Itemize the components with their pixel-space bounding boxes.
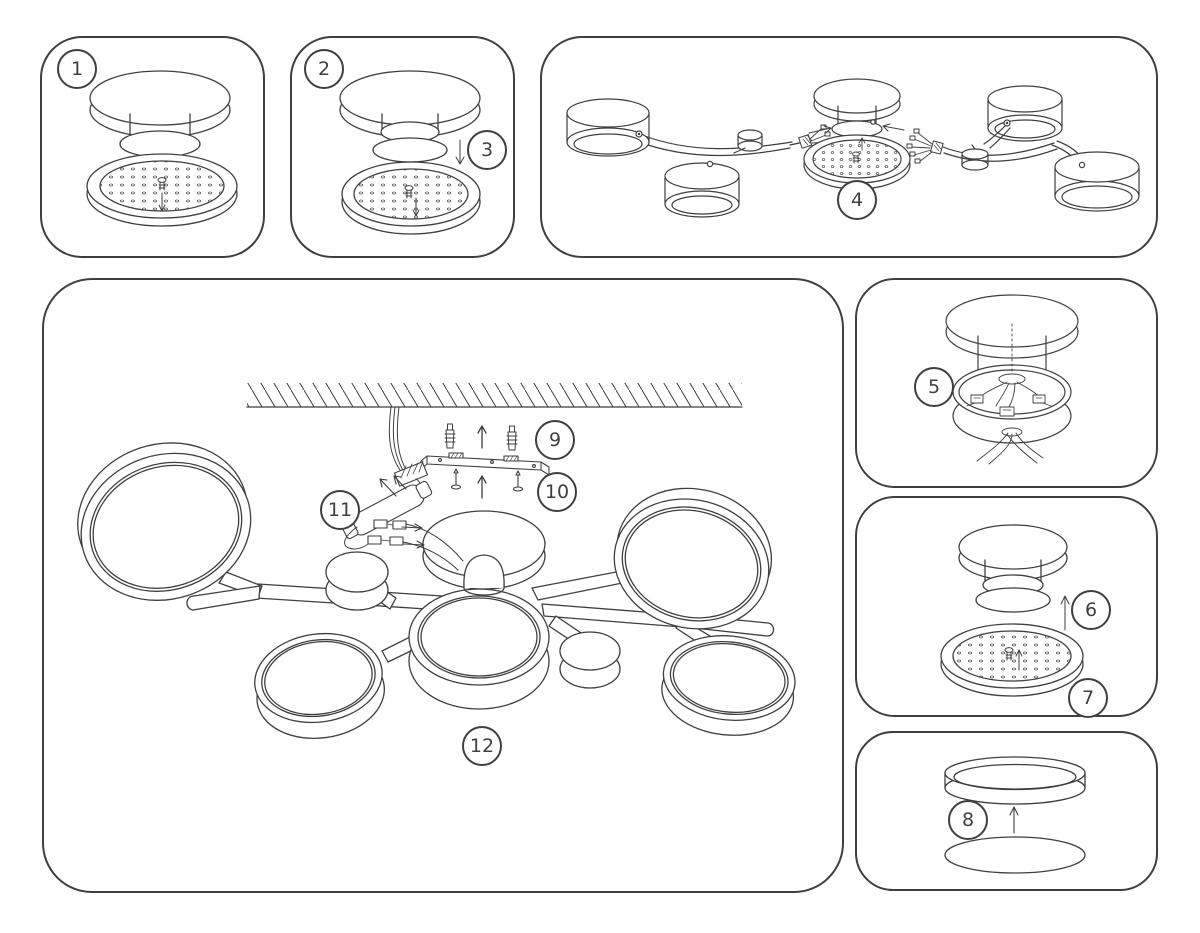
shade-ring (944, 756, 1086, 805)
exit-wires (976, 427, 1044, 465)
lamp-head (86, 153, 238, 227)
mounting-bracket (420, 452, 550, 476)
step-7-badge: 7 (1068, 678, 1108, 718)
led-driver (341, 460, 464, 571)
ceiling-hatching (246, 383, 743, 408)
ceiling-wires (388, 406, 409, 474)
left-arrow-icon (882, 123, 905, 132)
lamp-head-ring-top-right (613, 487, 773, 630)
step-11-badge: 11 (320, 490, 360, 530)
mount-column (372, 113, 448, 163)
chandelier-canopy (422, 510, 546, 596)
up-arrow-icon (1015, 595, 1070, 671)
lamp-head-bottom-left (254, 632, 385, 740)
branch-arm-left (566, 98, 833, 218)
lamp-head-bottom-right (661, 635, 796, 736)
step-5-badge: 5 (914, 367, 954, 407)
small-shade-right (559, 631, 621, 689)
down-arrow-icon (158, 192, 166, 212)
panel-step-12 (42, 278, 844, 893)
screw-icon (157, 177, 167, 191)
illustration-step-4 (566, 78, 1140, 218)
illustration-step-8 (944, 756, 1086, 874)
screw-icon (1004, 647, 1014, 661)
mount-column (119, 113, 201, 158)
wire-plug-connectors (367, 519, 407, 546)
screw-icon (852, 151, 860, 164)
illustration-step-1 (86, 70, 238, 227)
right-arrow-icon (401, 523, 425, 549)
step-10-badge: 10 (537, 472, 577, 512)
illustration-step-12 (77, 383, 796, 740)
up-arrow-icon (477, 425, 487, 449)
up-arrow-icon (477, 475, 487, 499)
step-2-badge: 2 (304, 49, 344, 89)
ceiling-canopy (945, 294, 1079, 359)
diffuser-disc (944, 836, 1086, 874)
step-4-badge: 4 (837, 180, 877, 220)
internal-wiring (966, 323, 1052, 417)
up-arrow-icon (858, 137, 866, 151)
panel-step-1 (40, 36, 265, 258)
bracket-screws (450, 468, 524, 492)
center-mount (803, 78, 911, 190)
mount-column (975, 559, 1051, 613)
lamp-head (940, 623, 1084, 697)
illustration-step-6-7 (940, 524, 1084, 697)
up-arrow-icon (1009, 806, 1019, 834)
step-8-badge: 8 (948, 800, 988, 840)
panel-step-6-7 (855, 496, 1158, 717)
panel-step-8 (855, 731, 1158, 891)
step-6-badge: 6 (1071, 590, 1111, 630)
illustration-step-2 (339, 70, 481, 235)
step-12-badge: 12 (462, 726, 502, 766)
lamp-head-center (408, 588, 550, 710)
panel-step-2 (290, 36, 515, 258)
wire-connector (906, 128, 944, 164)
ceiling-canopy (958, 524, 1068, 581)
small-shade-left (325, 551, 389, 611)
up-left-arrow-icon (379, 475, 407, 497)
step-9-badge: 9 (535, 420, 575, 460)
step-1-badge: 1 (57, 49, 97, 89)
step-3-badge: 3 (467, 130, 507, 170)
panel-step-5 (855, 278, 1158, 488)
down-arrow-icon (412, 139, 465, 217)
ceiling-canopy (89, 70, 231, 138)
right-arrow-icon (808, 125, 832, 134)
terminal-block (393, 460, 429, 487)
illustration-step-5 (945, 294, 1079, 465)
branch-arm-right (906, 85, 1140, 212)
panel-step-4 (540, 36, 1158, 258)
lamp-head-ring-left (77, 442, 252, 601)
wall-anchors (444, 423, 518, 451)
screw-icon (404, 185, 414, 199)
